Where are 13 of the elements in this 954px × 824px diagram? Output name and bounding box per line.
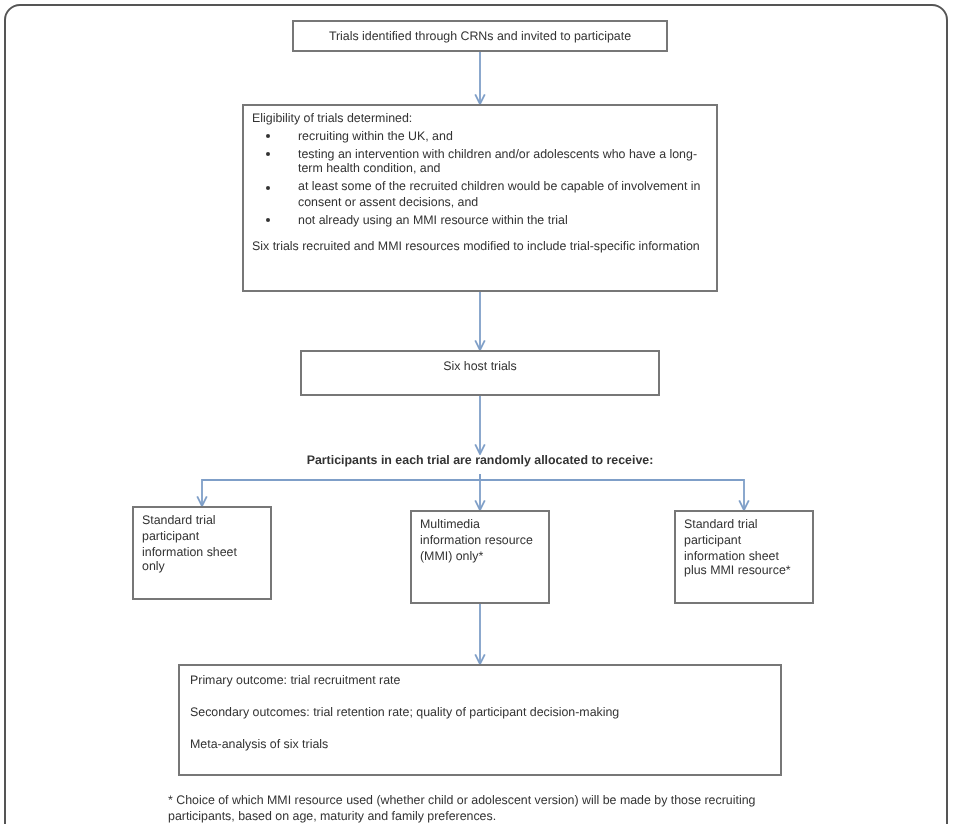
process-box — [132, 506, 272, 600]
process-box — [292, 20, 668, 52]
arrow — [196, 473, 481, 507]
process-box — [178, 664, 782, 776]
process-box — [242, 104, 718, 292]
process-box — [300, 350, 660, 396]
arrow — [474, 395, 486, 455]
arrow — [474, 291, 486, 351]
process-box — [410, 510, 550, 604]
arrow — [479, 473, 750, 511]
arrow — [474, 51, 486, 105]
arrow — [474, 603, 486, 665]
process-box — [674, 510, 814, 604]
